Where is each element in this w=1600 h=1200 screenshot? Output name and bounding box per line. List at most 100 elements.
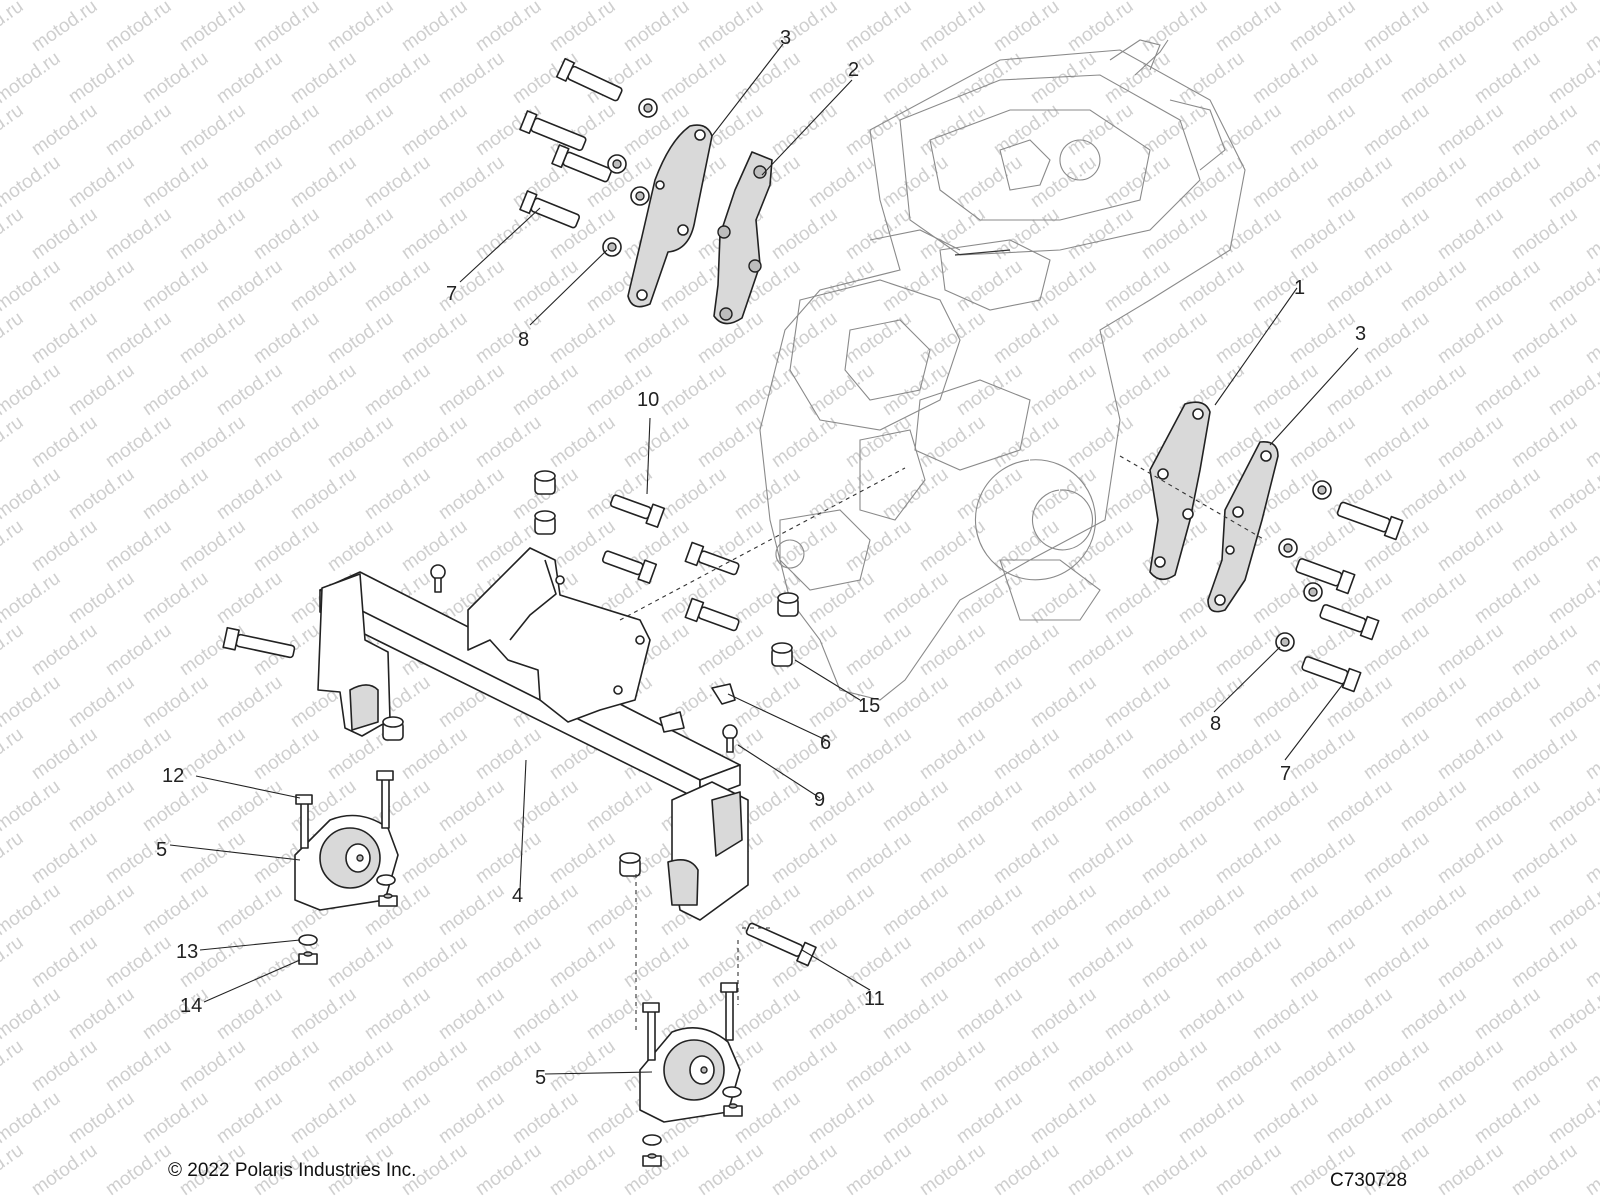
watermark-text: motod.ru: [1397, 152, 1470, 212]
drawing-number: C730728: [1330, 1170, 1407, 1191]
watermark-text: motod.ru: [0, 568, 64, 628]
watermark-text: motod.ru: [768, 828, 841, 888]
watermark-text: motod.ru: [842, 412, 915, 472]
watermark-text: motod.ru: [398, 204, 471, 264]
watermark-text: motod.ru: [1064, 0, 1137, 56]
watermark-text: motod.ru: [1360, 412, 1433, 472]
watermark-text: motod.ru: [1101, 984, 1174, 1044]
callout-10: 10: [637, 389, 659, 411]
watermark-text: motod.ru: [657, 360, 730, 420]
watermark-text: motod.ru: [990, 516, 1063, 576]
watermark-text: motod.ru: [1138, 1140, 1211, 1200]
watermark-text: motod.ru: [139, 360, 212, 420]
watermark-text: motod.ru: [1138, 0, 1211, 56]
watermark-text: motod.ru: [990, 1036, 1063, 1096]
watermark-text: motod.ru: [0, 724, 27, 784]
watermark-text: motod.ru: [1212, 1036, 1285, 1096]
watermark-text: motod.ru: [250, 0, 323, 56]
watermark-text: motod.ru: [546, 1036, 619, 1096]
watermark-text: motod.ru: [213, 672, 286, 732]
watermark-text: motod.ru: [398, 0, 471, 56]
watermark-text: motod.ru: [1545, 360, 1600, 420]
watermark-text: motod.ru: [1138, 1036, 1211, 1096]
watermark-text: motod.ru: [1397, 984, 1470, 1044]
watermark-text: motod.ru: [28, 204, 101, 264]
watermark-text: motod.ru: [1508, 932, 1581, 992]
watermark-text: motod.ru: [0, 0, 27, 56]
watermark-text: motod.ru: [1027, 0, 1100, 4]
watermark-text: motod.ru: [176, 204, 249, 264]
watermark-text: motod.ru: [250, 204, 323, 264]
watermark-text: motod.ru: [102, 100, 175, 160]
engine-mount-right: [639, 982, 743, 1167]
watermark-text: motod.ru: [1434, 828, 1507, 888]
watermark-text: motod.ru: [472, 1140, 545, 1200]
watermark-text: motod.ru: [213, 48, 286, 108]
watermark-text: motod.ru: [472, 828, 545, 888]
watermark-text: motod.ru: [509, 0, 582, 4]
watermark-text: motod.ru: [0, 100, 27, 160]
watermark-text: motod.ru: [1471, 880, 1544, 940]
watermark-text: motod.ru: [1397, 0, 1470, 4]
watermark-text: motod.ru: [1471, 256, 1544, 316]
bracket-plate-3-right: [1207, 440, 1279, 613]
watermark-text: motod.ru: [1027, 360, 1100, 420]
watermark-text: motod.ru: [1582, 204, 1600, 264]
watermark-text: motod.ru: [1323, 0, 1396, 4]
copyright-notice: © 2022 Polaris Industries Inc.: [168, 1160, 416, 1181]
watermark-text: motod.ru: [1286, 412, 1359, 472]
watermark-text: motod.ru: [1582, 308, 1600, 368]
watermark-text: motod.ru: [1508, 204, 1581, 264]
watermark-text: motod.ru: [879, 464, 952, 524]
watermark-text: motod.ru: [1212, 932, 1285, 992]
callout-14: 14: [180, 995, 202, 1017]
watermark-text: motod.ru: [1249, 1088, 1322, 1148]
watermark-text: motod.ru: [0, 152, 64, 212]
watermark-text: motod.ru: [1582, 828, 1600, 888]
watermark-text: motod.ru: [1249, 256, 1322, 316]
watermark-text: motod.ru: [361, 152, 434, 212]
watermark-text: motod.ru: [1286, 204, 1359, 264]
watermark-text: motod.ru: [1545, 464, 1600, 524]
callout-labels: 3 2 1 3 7 8 8 7 4 5 5 6 9 10 11 12 13 14…: [156, 27, 1366, 1089]
watermark-text: motod.ru: [1545, 256, 1600, 316]
watermark-text: motod.ru: [65, 360, 138, 420]
watermark-text: motod.ru: [65, 152, 138, 212]
watermark-text: motod.ru: [65, 0, 138, 4]
watermark-text: motod.ru: [1508, 412, 1581, 472]
watermark-text: motod.ru: [0, 932, 27, 992]
bracket-plate-1-right: [1149, 401, 1211, 581]
watermark-text: motod.ru: [176, 412, 249, 472]
watermark-text: motod.ru: [1212, 724, 1285, 784]
watermark-text: motod.ru: [139, 568, 212, 628]
watermark-text: motod.ru: [287, 360, 360, 420]
watermark-text: motod.ru: [805, 360, 878, 420]
watermark-text: motod.ru: [694, 1140, 767, 1200]
watermark-text: motod.ru: [213, 1088, 286, 1148]
watermark-text: motod.ru: [361, 256, 434, 316]
watermark-text: motod.ru: [65, 568, 138, 628]
watermark-text: motod.ru: [0, 1036, 27, 1096]
watermark-text: motod.ru: [1064, 204, 1137, 264]
watermark-text: motod.ru: [805, 256, 878, 316]
watermark-text: motod.ru: [0, 48, 64, 108]
watermark-text: motod.ru: [842, 308, 915, 368]
engine-mount-left: [294, 770, 399, 965]
watermark-text: motod.ru: [768, 308, 841, 368]
watermark-text: motod.ru: [139, 1088, 212, 1148]
watermark-text: motod.ru: [28, 828, 101, 888]
watermark-text: motod.ru: [1582, 100, 1600, 160]
watermark-text: motod.ru: [731, 360, 804, 420]
watermark-text: motod.ru: [805, 48, 878, 108]
watermark-text: motod.ru: [139, 0, 212, 4]
watermark-text: motod.ru: [1397, 360, 1470, 420]
watermark-text: motod.ru: [842, 0, 915, 56]
watermark-text: motod.ru: [139, 880, 212, 940]
watermark-text: motod.ru: [768, 204, 841, 264]
callout-4: 4: [512, 885, 523, 907]
watermark-text: motod.ru: [1138, 620, 1211, 680]
watermark-text: motod.ru: [1508, 1140, 1581, 1200]
watermark-text: motod.ru: [102, 204, 175, 264]
watermark-text: motod.ru: [176, 828, 249, 888]
watermark-text: motod.ru: [472, 932, 545, 992]
